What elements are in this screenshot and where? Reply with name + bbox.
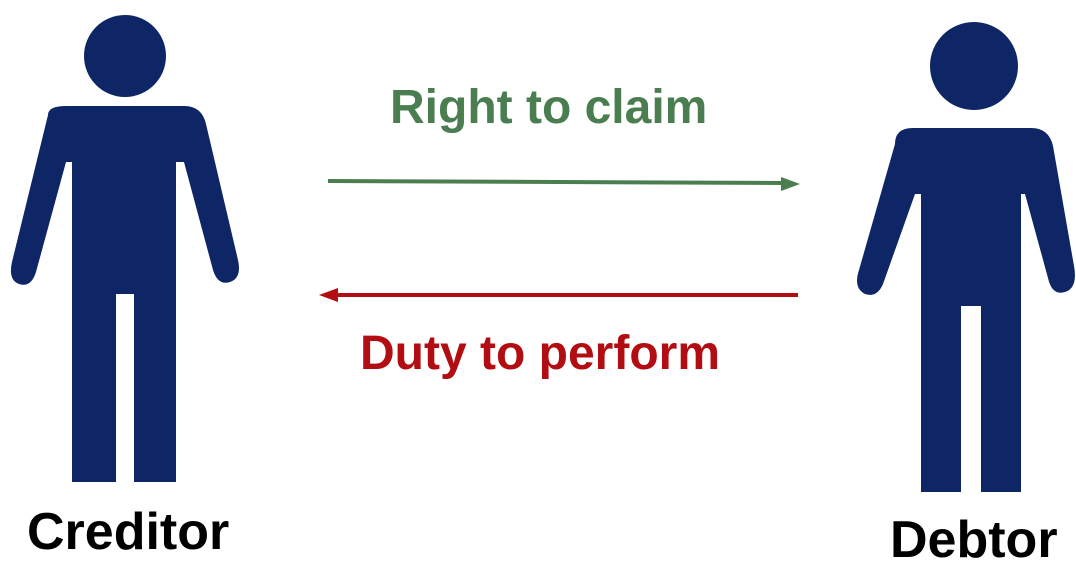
- debtor-label: Debtor: [890, 511, 1058, 569]
- head: [84, 15, 166, 97]
- creditor-label: Creditor: [27, 503, 230, 561]
- head: [930, 22, 1018, 110]
- duty-to-perform-label: Duty to perform: [360, 327, 720, 380]
- creditor-person-icon: [8, 10, 240, 482]
- debtor-person-icon: [855, 16, 1076, 492]
- right-to-claim-label: Right to claim: [390, 81, 708, 134]
- body: [857, 128, 1075, 492]
- duty-to-perform-arrow: [319, 288, 798, 302]
- relation-arrows: [319, 177, 800, 302]
- right-to-claim-arrow: [327, 177, 800, 191]
- body: [10, 106, 239, 482]
